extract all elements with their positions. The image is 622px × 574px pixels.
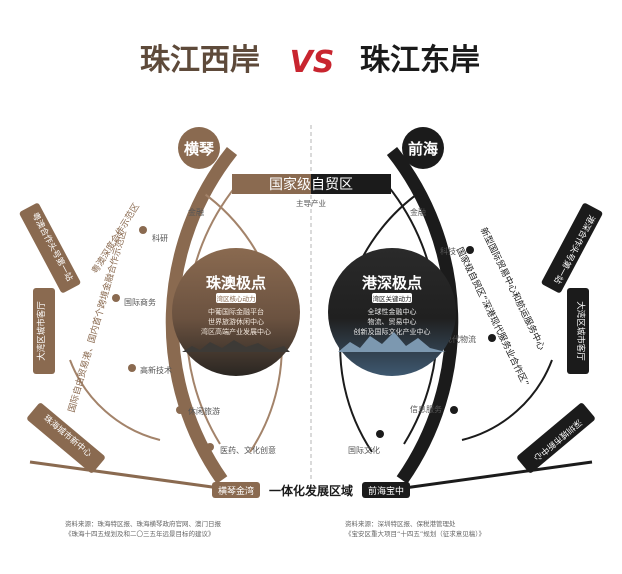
right-industry-list: 金融 科技 现代物流 信息服务 国际文化 — [348, 189, 496, 455]
right-industry-3: 现代物流 — [444, 334, 476, 344]
left-pole-tag-bg — [216, 293, 256, 303]
left-bottom-tag-bg — [212, 482, 260, 498]
left-industry-1: 金融 — [188, 207, 204, 217]
right-industry-4: 信息服务 — [410, 404, 442, 414]
left-inner-text-1: 国际自由贸易港、国内首个跨境金融合作示范区 — [65, 229, 129, 414]
left-industry-list: 金融 科研 国际商务 高新技术 休闲旅游 医药、文化创意 — [112, 189, 276, 455]
left-pole-line-1: 中葡国际金融平台 — [208, 307, 264, 316]
right-outer-label-1: 港深合作头号第一站 — [541, 203, 603, 293]
center-bottom-label: 一体化发展区域 — [269, 483, 353, 498]
right-bottom-tag: 前海宝中 — [368, 485, 404, 497]
right-region-title: 珠江东岸 — [360, 43, 480, 78]
left-bottom-tag: 横琴金湾 — [218, 485, 254, 497]
right-industry-5: 国际文化 — [348, 445, 380, 455]
left-industry-4: 高新技术 — [140, 365, 172, 375]
right-source-line-1: 资料来源：深圳特区报、保税港管理处 — [345, 519, 456, 528]
right-bracket-arc — [461, 359, 553, 441]
right-pole-skyline — [338, 332, 446, 352]
left-source-line-2: 《珠海十四五规划及和二〇三五年远景目标的建议》 — [65, 529, 215, 538]
right-pole-tag: 湾区关键动力 — [373, 294, 412, 303]
right-industry-2: 科技 — [440, 246, 456, 256]
right-outer-label-2-text: 大湾区城市客厅 — [575, 301, 586, 361]
right-bottom-tag-bg — [362, 482, 410, 498]
left-outer-label-1: 粤澳合作头号第一站 — [19, 203, 81, 293]
left-bottom-line — [29, 460, 235, 492]
right-inner-text-1: 新型国际贸易中心和航运服务中心 — [478, 225, 548, 352]
right-outer-label-2: 大湾区城市客厅 — [567, 288, 589, 374]
vs-mark: VS — [290, 45, 335, 80]
right-bottom-line — [389, 460, 593, 492]
left-outer-label-2-text: 大湾区城市客厅 — [36, 301, 47, 361]
right-pole-tag-bg — [372, 293, 412, 303]
left-region-title: 珠江西岸 — [140, 43, 260, 78]
left-bracket-arc — [69, 359, 161, 441]
center-banner-text: 国家级自贸区 — [269, 176, 353, 193]
left-industry-3: 国际商务 — [124, 297, 156, 307]
right-source-line-2: 《宝安区重大项目“十四五”规划（征求意见稿）》 — [345, 529, 485, 538]
right-pole-line-1: 全球性金融中心 — [368, 307, 417, 316]
right-industry-1: 金融 — [410, 207, 426, 217]
left-pole-title: 珠澳极点 — [206, 274, 266, 292]
right-badge-circle — [402, 127, 444, 169]
left-badge-circle — [178, 127, 220, 169]
left-source-line-1: 资料来源：珠海特区报、珠海横琴政府官网、澳门日报 — [65, 519, 222, 528]
left-pole-line-3: 湾区高端产业发展中心 — [201, 327, 271, 336]
center-banner-left — [232, 174, 312, 194]
right-badge-text: 前海 — [408, 140, 438, 158]
left-industry-6: 医药、文化创意 — [220, 445, 276, 455]
left-pole-circle — [172, 248, 300, 376]
center-banner-right — [311, 174, 391, 194]
left-pole-skyline — [182, 340, 290, 352]
left-industry-2: 科研 — [152, 233, 168, 243]
right-pole-line-3: 创新及国际文化产业中心 — [354, 327, 431, 336]
left-outer-label-2: 大湾区城市客厅 — [33, 288, 55, 374]
right-pole-title: 港深极点 — [362, 274, 422, 292]
left-badge-text: 横琴 — [184, 140, 215, 158]
right-pole-line-2: 物流、贸易中心 — [368, 317, 417, 326]
left-industry-5: 休闲旅游 — [188, 406, 220, 416]
left-pole-line-2: 世界旅游休闲中心 — [208, 317, 264, 326]
center-sub-label: 主导产业 — [296, 198, 326, 208]
left-pole-tag: 湾区核心动力 — [217, 294, 256, 303]
